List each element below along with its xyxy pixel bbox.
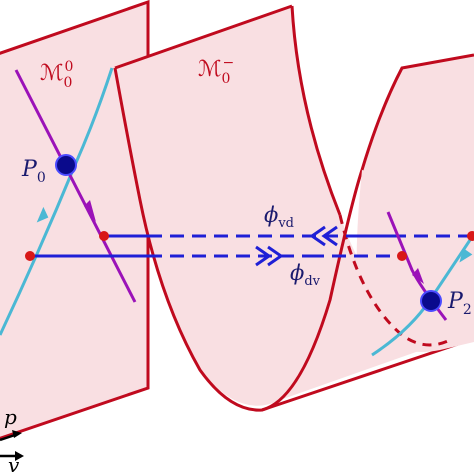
axis-arrowhead-v — [15, 451, 24, 461]
label-manifold-middle: ℳ0− — [198, 55, 234, 87]
fixed-point-p0 — [55, 154, 77, 176]
manifold-middle-fold-edge — [113, 67, 364, 412]
manifold-middle-back-edge — [290, 5, 342, 216]
label-phi-dv: ϕdv — [290, 261, 321, 289]
red-point-right-lower — [397, 251, 407, 261]
label-p2: P2 — [447, 289, 472, 318]
label-phi-vd: ϕvd — [264, 203, 294, 231]
manifold-right-edge — [360, 53, 474, 171]
purple-arrow-right — [412, 268, 424, 284]
purple-orbit-right — [386, 211, 448, 321]
manifold-right-hidden-edge — [338, 214, 451, 347]
fixed-point-p2 — [420, 290, 442, 312]
purple-arrow-left — [84, 200, 96, 222]
manifold-middle-bottom-edge — [261, 338, 471, 412]
label-p0: P0 — [21, 157, 46, 186]
axis-arrowhead-p — [12, 430, 22, 438]
red-point-left-lower — [25, 251, 35, 261]
label-manifold-left: ℳ00 — [40, 59, 73, 91]
connection-lower-arrow — [255, 245, 284, 267]
manifold-middle-top-edge — [114, 4, 293, 70]
purple-orbit-left — [14, 69, 137, 303]
cyan-arrow-right — [459, 248, 473, 263]
axis-label-p: p — [4, 405, 17, 429]
red-point-right-upper — [467, 231, 474, 241]
connection-upper-arrow — [309, 225, 338, 247]
red-point-left-upper — [99, 231, 109, 241]
axis-label-v: v — [8, 453, 20, 474]
cyan-arrow-left — [36, 206, 49, 223]
